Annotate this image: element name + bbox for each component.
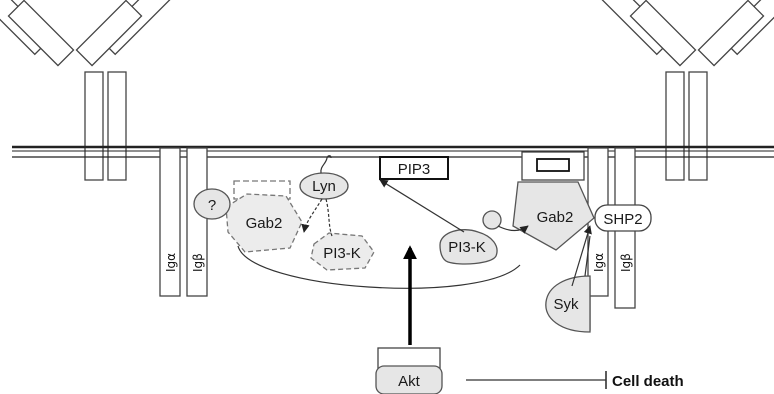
right-gab2-label: Gab2 (537, 209, 574, 226)
left-receptor (0, 0, 172, 181)
question-protein (193, 188, 231, 220)
pip3-box-group: PIP3 (379, 156, 449, 180)
syk-to-shp2-line (584, 235, 591, 277)
shp2-protein (594, 204, 652, 232)
left-receptor-stem-1 (84, 71, 104, 181)
left-ig-chains: Igα Igβ (159, 147, 208, 297)
right-receptor-heavy-arm-2 (697, 0, 765, 67)
lyn-protein (299, 172, 349, 200)
right-receptor-heavy-arm-1 (629, 0, 697, 67)
left-ig-beta-bar (186, 147, 208, 297)
cell-death-label: Cell death (612, 373, 684, 390)
gab2-membrane-tag (536, 158, 570, 172)
left-receptor-stem-2 (107, 71, 127, 181)
right-pi3k-shape (439, 229, 498, 265)
left-ig-beta-label: Igβ (191, 253, 205, 272)
akt-protein (375, 365, 443, 394)
left-receptor-heavy-arm-1 (7, 0, 75, 67)
right-complex: Gab2 PI3-K SHP2 Syk (379, 151, 652, 333)
shp2-label: SHP2 (603, 211, 642, 228)
left-gab2-shape (225, 193, 303, 253)
lyn-label: Lyn (312, 178, 336, 195)
syk-to-gab2-arrow (571, 225, 592, 287)
pi3k-to-pip3-arrow (379, 179, 465, 233)
pi3k-sh2-domain (482, 210, 502, 230)
left-pi3k-shape (310, 232, 375, 271)
left-receptor-heavy-arm-2 (75, 0, 143, 67)
connector-loop (237, 245, 521, 289)
pip3-label: PIP3 (398, 161, 431, 178)
left-complex: Gab2 ? Lyn PI3-K (193, 155, 375, 271)
lyn-to-gab2-arrow (301, 198, 323, 233)
right-ig-alpha-label: Igα (592, 253, 606, 272)
inhibition-group: Cell death (466, 371, 684, 390)
right-receptor (600, 0, 774, 181)
left-ig-alpha-bar (159, 147, 181, 297)
akt-label: Akt (398, 373, 421, 390)
right-receptor-stem-1 (665, 71, 685, 181)
right-gab2-shape (512, 181, 595, 251)
question-label: ? (208, 197, 216, 214)
right-ig-beta-label: Igβ (619, 253, 633, 272)
syk-protein (545, 275, 591, 333)
pi3k-to-gab2-arrow (497, 225, 529, 234)
lyn-to-pi3k-link (325, 198, 333, 237)
lyn-membrane-anchor (320, 155, 332, 174)
pip3-box (379, 156, 449, 180)
right-receptor-stem-2 (688, 71, 708, 181)
syk-label: Syk (553, 296, 579, 313)
right-pi3k-label: PI3-K (448, 239, 486, 256)
left-ig-alpha-label: Igα (164, 253, 178, 272)
akt-group: Akt (375, 245, 443, 394)
left-gab2-label: Gab2 (246, 215, 283, 232)
left-pi3k-label: PI3-K (323, 245, 361, 262)
